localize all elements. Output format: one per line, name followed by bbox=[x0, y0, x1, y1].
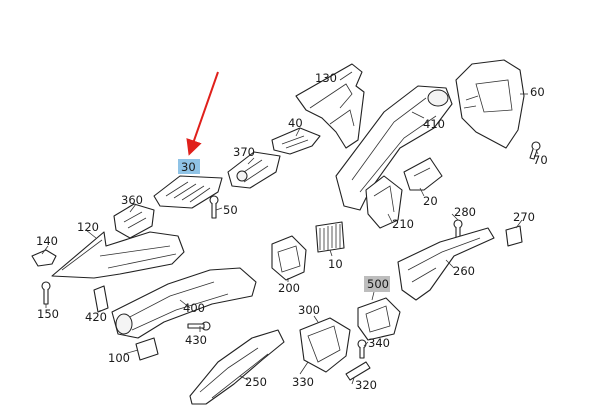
callout-420: 420 bbox=[85, 310, 107, 324]
callout-430: 430 bbox=[185, 333, 207, 347]
callout-400: 400 bbox=[183, 301, 205, 315]
part-40-bracket bbox=[271, 127, 321, 155]
callout-260: 260 bbox=[453, 264, 475, 278]
callout-130: 130 bbox=[315, 71, 337, 85]
callout-300: 300 bbox=[298, 303, 320, 317]
callout-500-highlight bbox=[364, 276, 390, 292]
part-260-duct bbox=[397, 227, 495, 301]
callout-10: 10 bbox=[328, 257, 343, 271]
part-200-frame bbox=[271, 235, 307, 281]
callout-70: 70 bbox=[533, 153, 548, 167]
callout-200: 200 bbox=[278, 281, 300, 295]
leader-lines bbox=[41, 71, 539, 385]
part-210-duct bbox=[365, 175, 403, 229]
callout-150: 150 bbox=[37, 307, 59, 321]
callout-270: 270 bbox=[513, 210, 535, 224]
part-150-pin bbox=[41, 281, 51, 305]
part-50-screw bbox=[209, 195, 219, 219]
callout-210: 210 bbox=[392, 217, 414, 231]
callout-280: 280 bbox=[454, 205, 476, 219]
callout-50: 50 bbox=[223, 203, 238, 217]
callout-340: 340 bbox=[368, 336, 390, 350]
part-370-vent bbox=[227, 151, 281, 189]
callout-250: 250 bbox=[245, 375, 267, 389]
callout-30-highlight bbox=[178, 159, 200, 174]
part-420-bracket bbox=[93, 285, 109, 313]
part-430-screw bbox=[187, 321, 211, 331]
callout-330: 330 bbox=[292, 375, 314, 389]
callout-140: 140 bbox=[36, 234, 58, 248]
callout-30: 30 bbox=[181, 160, 196, 174]
callout-labels: 130 60 40 410 370 70 30 360 20 50 280 27… bbox=[36, 71, 548, 392]
callout-370: 370 bbox=[233, 145, 255, 159]
part-20-part bbox=[403, 157, 443, 191]
part-500-part bbox=[357, 297, 401, 341]
callout-120: 120 bbox=[77, 220, 99, 234]
callout-20: 20 bbox=[423, 194, 438, 208]
part-300-assembly bbox=[299, 317, 351, 373]
callout-500: 500 bbox=[367, 277, 389, 291]
part-130-duct bbox=[295, 63, 365, 149]
part-100-block bbox=[135, 337, 159, 361]
callout-40: 40 bbox=[288, 116, 303, 130]
callout-410: 410 bbox=[423, 117, 445, 131]
part-60-housing bbox=[455, 59, 525, 149]
part-10-filter bbox=[315, 221, 345, 253]
part-360-cap bbox=[113, 203, 155, 239]
red-arrow bbox=[186, 71, 219, 156]
callout-60: 60 bbox=[530, 85, 545, 99]
callout-100: 100 bbox=[108, 351, 130, 365]
part-140-clip bbox=[31, 249, 57, 267]
part-410-duct bbox=[335, 85, 453, 211]
part-30-grille bbox=[153, 175, 223, 209]
part-340-screw bbox=[357, 339, 367, 359]
callout-360: 360 bbox=[121, 193, 143, 207]
part-120-duct bbox=[51, 231, 185, 279]
part-270-clip bbox=[505, 225, 523, 247]
callout-320: 320 bbox=[355, 378, 377, 392]
part-320-strip bbox=[345, 361, 371, 381]
